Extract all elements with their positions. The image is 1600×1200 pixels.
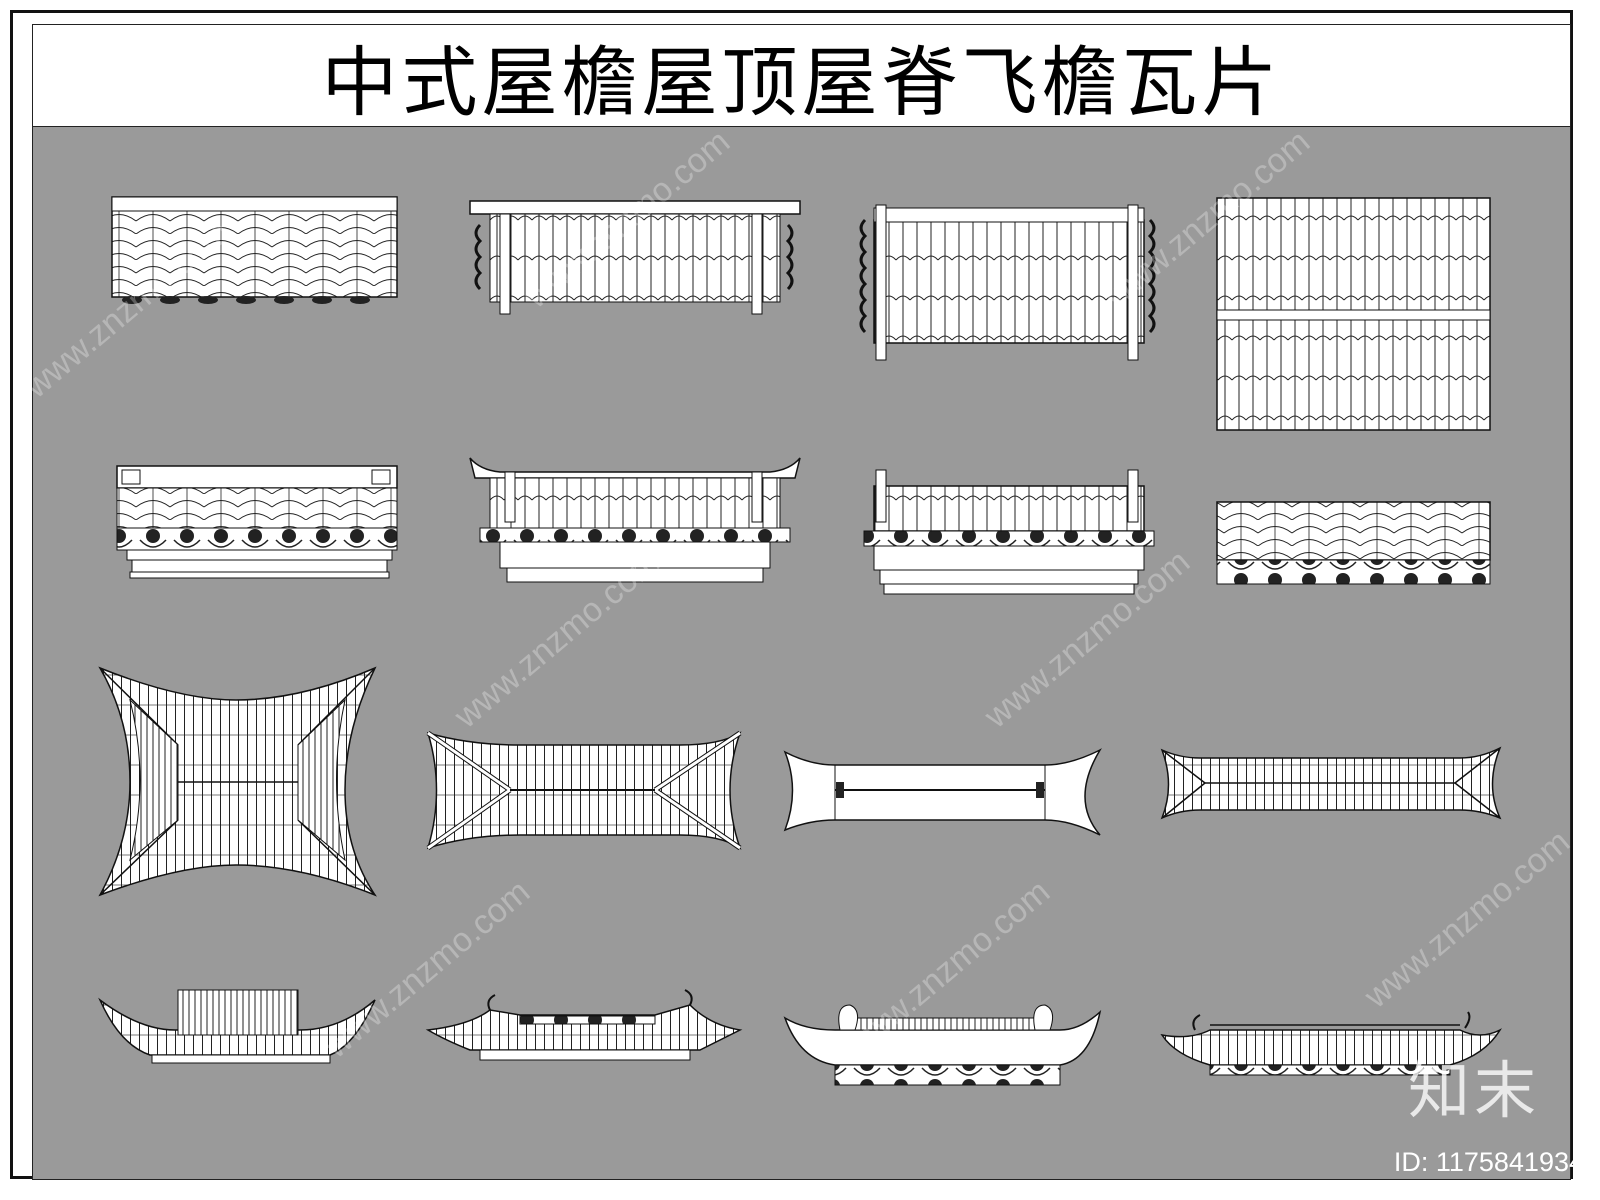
flying-eave-section-1 [469,457,801,583]
eave-tile-elevation-1 [111,196,398,304]
roof-tile-plan [1216,197,1491,431]
roof-elevation-2 [425,989,743,1061]
gable-roof-plan-1 [426,730,742,851]
roof-elevation-3 [783,1004,1102,1086]
eave-section-2 [863,469,1155,595]
eave-tile-elevation-2 [469,200,801,315]
ridge-plan [783,748,1102,836]
brand-logo: 知末 [1407,1054,1540,1127]
title-bar: 中式屋檐屋顶屋脊飞檐瓦片 [32,24,1571,127]
roof-elevation-4 [1160,1011,1502,1076]
page-title: 中式屋檐屋顶屋脊飞檐瓦片 [321,37,1282,127]
eave-tile-elevation-3 [859,204,1156,361]
id-label: ID: 1175841934 [1393,1147,1584,1177]
hip-roof-plan [98,666,377,897]
eave-tile-elevation-4 [1216,501,1491,585]
eave-section-1 [116,465,398,579]
gable-roof-plan-2 [1160,746,1502,820]
roof-elevation-1 [98,989,376,1064]
